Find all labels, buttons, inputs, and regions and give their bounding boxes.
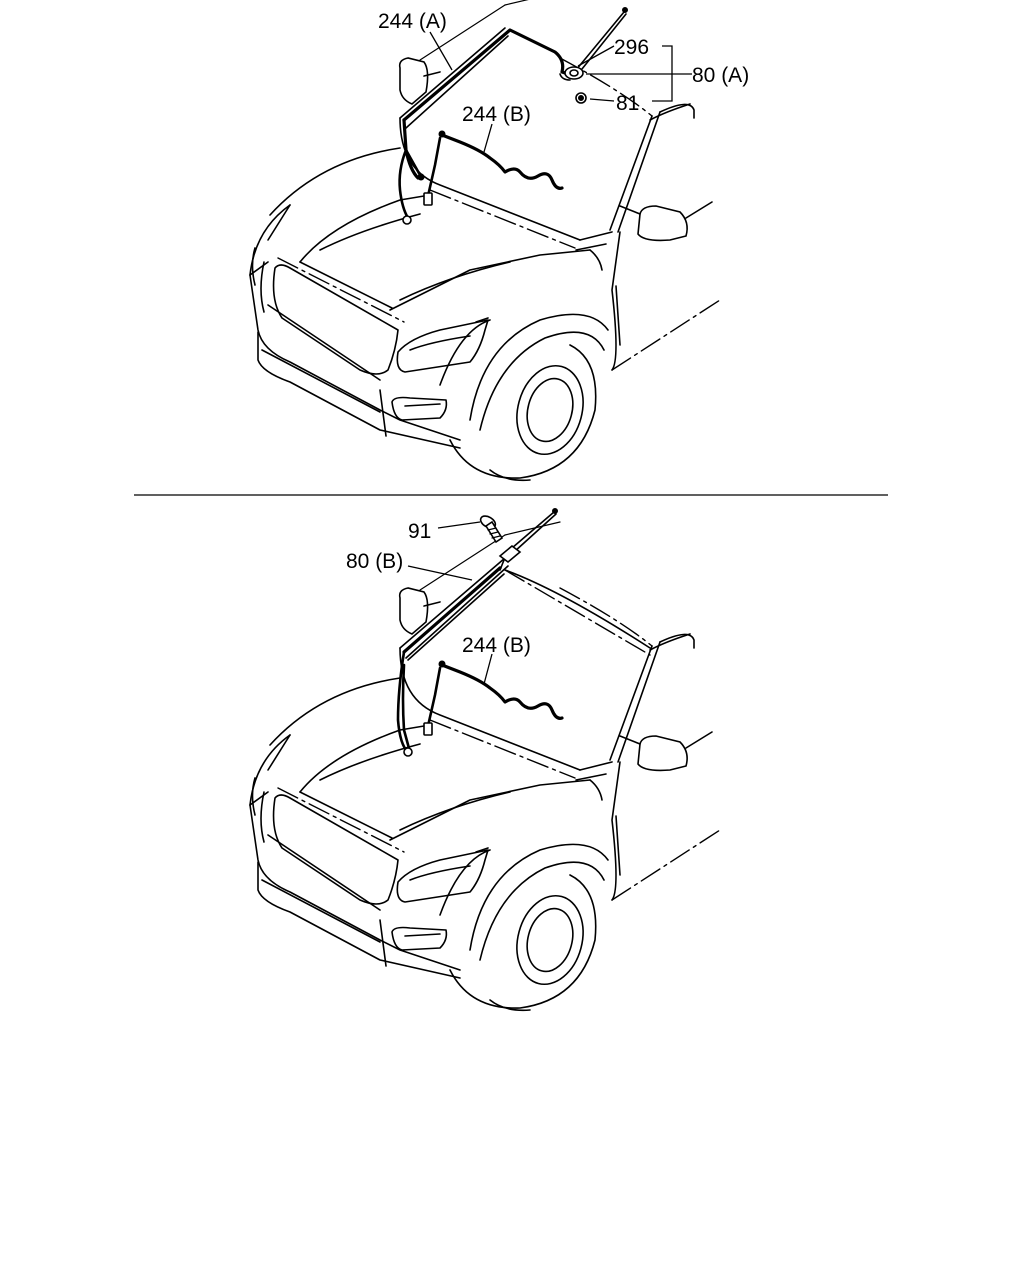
label-antenna-80a: 80 (A) <box>692 64 749 87</box>
vehicle-top <box>249 0 721 482</box>
label-wire-244b-bottom: 244 (B) <box>462 634 531 657</box>
harness-b-top <box>422 129 564 207</box>
label-nut-81: 81 <box>616 92 639 115</box>
antenna-cable-b <box>396 566 505 757</box>
nut-81-part <box>575 92 587 104</box>
antenna-mast-top <box>559 7 628 81</box>
label-part-296: 296 <box>614 36 649 59</box>
label-wire-244b-top: 244 (B) <box>462 103 531 126</box>
harness-b-bottom <box>422 659 564 737</box>
vehicle-bottom <box>249 521 721 1012</box>
label-antenna-80b: 80 (B) <box>346 550 403 573</box>
antenna-cable-a <box>398 28 570 225</box>
bolt-91-part <box>479 515 504 544</box>
label-cable-244a: 244 (A) <box>378 10 447 33</box>
label-bolt-91: 91 <box>408 520 431 543</box>
antenna-mast-bottom <box>498 508 558 571</box>
